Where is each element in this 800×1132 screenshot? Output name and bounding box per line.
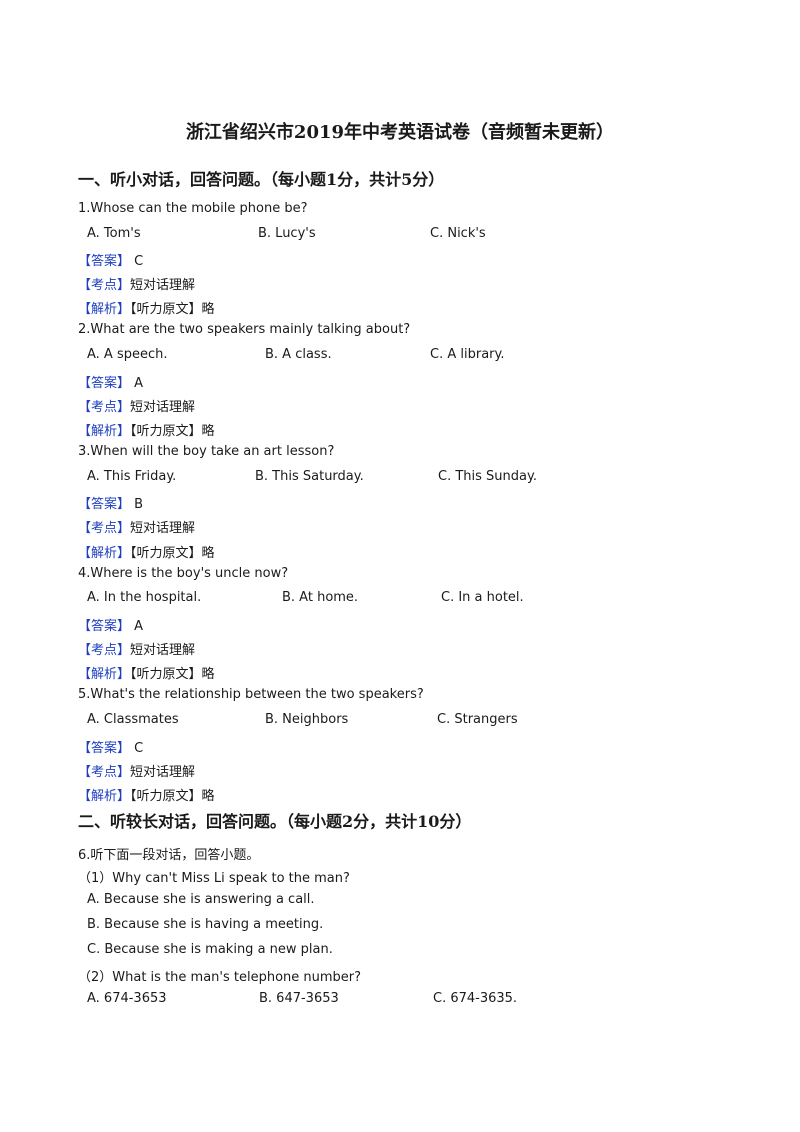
option-c: C. 674-3635. (433, 991, 518, 1006)
transcript-label: 【听力原文】略 (130, 546, 215, 561)
analysis-line: 【解析】【听力原文】略 (78, 663, 215, 682)
point-label: 【考点】 (78, 278, 131, 293)
point-line: 【考点】短对话理解 (78, 761, 195, 780)
analysis-label: 【解析】 (78, 424, 131, 439)
answer-line: 【答案】 A (78, 615, 143, 634)
option-a: A. This Friday. (87, 469, 177, 484)
section-heading-1: 一、听小对话，回答问题。（每小题1分，共计5分） (78, 170, 445, 189)
sub-question-1: （1）Why can't Miss Li speak to the man? (78, 871, 350, 886)
option-b: B. A class. (265, 347, 332, 362)
question-stem: 5.What's the relationship between the tw… (78, 687, 424, 702)
point-line: 【考点】短对话理解 (78, 517, 195, 536)
point-label: 【考点】 (78, 765, 131, 780)
point-label: 【考点】 (78, 521, 131, 536)
point-value: 短对话理解 (130, 400, 196, 415)
option-c: C. In a hotel. (441, 590, 524, 605)
option-a: A. Tom's (87, 226, 141, 241)
option-a: A. Because she is answering a call. (87, 892, 315, 907)
question-stem: 4.Where is the boy's uncle now? (78, 566, 289, 581)
option-b: B. Lucy's (258, 226, 316, 241)
point-value: 短对话理解 (130, 278, 196, 293)
point-line: 【考点】短对话理解 (78, 639, 195, 658)
analysis-line: 【解析】【听力原文】略 (78, 420, 215, 439)
option-a: A. Classmates (87, 712, 179, 727)
answer-line: 【答案】 B (78, 493, 143, 512)
page-title: 浙江省绍兴市2019年中考英语试卷（音频暂未更新） (185, 122, 615, 143)
option-b: B. This Saturday. (255, 469, 364, 484)
question-stem: 1.Whose can the mobile phone be? (78, 201, 308, 216)
question-stem: 2.What are the two speakers mainly talki… (78, 322, 411, 337)
question-stem: 3.When will the boy take an art lesson? (78, 444, 335, 459)
option-c: C. Because she is making a new plan. (87, 942, 333, 957)
answer-value: B (134, 497, 144, 512)
section-heading-2: 二、听较长对话，回答问题。（每小题2分，共计10分） (78, 812, 472, 831)
option-c: C. This Sunday. (438, 469, 537, 484)
option-b: B. 647-3653 (259, 991, 339, 1006)
option-a: A. A speech. (87, 347, 168, 362)
answer-value: A (134, 376, 144, 391)
option-c: C. Strangers (437, 712, 518, 727)
option-c: C. A library. (430, 347, 505, 362)
analysis-label: 【解析】 (78, 546, 131, 561)
answer-line: 【答案】 A (78, 372, 143, 391)
point-line: 【考点】短对话理解 (78, 274, 195, 293)
answer-value: C (134, 741, 144, 756)
answer-line: 【答案】 C (78, 250, 143, 269)
transcript-label: 【听力原文】略 (130, 667, 215, 682)
analysis-line: 【解析】【听力原文】略 (78, 298, 215, 317)
analysis-label: 【解析】 (78, 667, 131, 682)
point-line: 【考点】短对话理解 (78, 396, 195, 415)
point-value: 短对话理解 (130, 765, 196, 780)
answer-label: 【答案】 (78, 376, 131, 391)
transcript-label: 【听力原文】略 (130, 424, 215, 439)
point-value: 短对话理解 (130, 643, 196, 658)
answer-label: 【答案】 (78, 741, 131, 756)
transcript-label: 【听力原文】略 (130, 789, 215, 804)
answer-line: 【答案】 C (78, 737, 143, 756)
option-a: A. In the hospital. (87, 590, 202, 605)
sub-question-2: （2）What is the man's telephone number? (78, 970, 362, 985)
analysis-line: 【解析】【听力原文】略 (78, 785, 215, 804)
option-b: B. At home. (282, 590, 359, 605)
analysis-label: 【解析】 (78, 789, 131, 804)
answer-label: 【答案】 (78, 619, 131, 634)
answer-value: A (134, 619, 144, 634)
answer-label: 【答案】 (78, 497, 131, 512)
option-b: B. Neighbors (265, 712, 349, 727)
answer-label: 【答案】 (78, 254, 131, 269)
point-label: 【考点】 (78, 643, 131, 658)
option-c: C. Nick's (430, 226, 486, 241)
analysis-line: 【解析】【听力原文】略 (78, 542, 215, 561)
option-b: B. Because she is having a meeting. (87, 917, 324, 932)
point-label: 【考点】 (78, 400, 131, 415)
option-a: A. 674-3653 (87, 991, 167, 1006)
transcript-label: 【听力原文】略 (130, 302, 215, 317)
analysis-label: 【解析】 (78, 302, 131, 317)
point-value: 短对话理解 (130, 521, 196, 536)
question-intro: 6.听下面一段对话，回答小题。 (78, 848, 260, 863)
answer-value: C (134, 254, 144, 269)
